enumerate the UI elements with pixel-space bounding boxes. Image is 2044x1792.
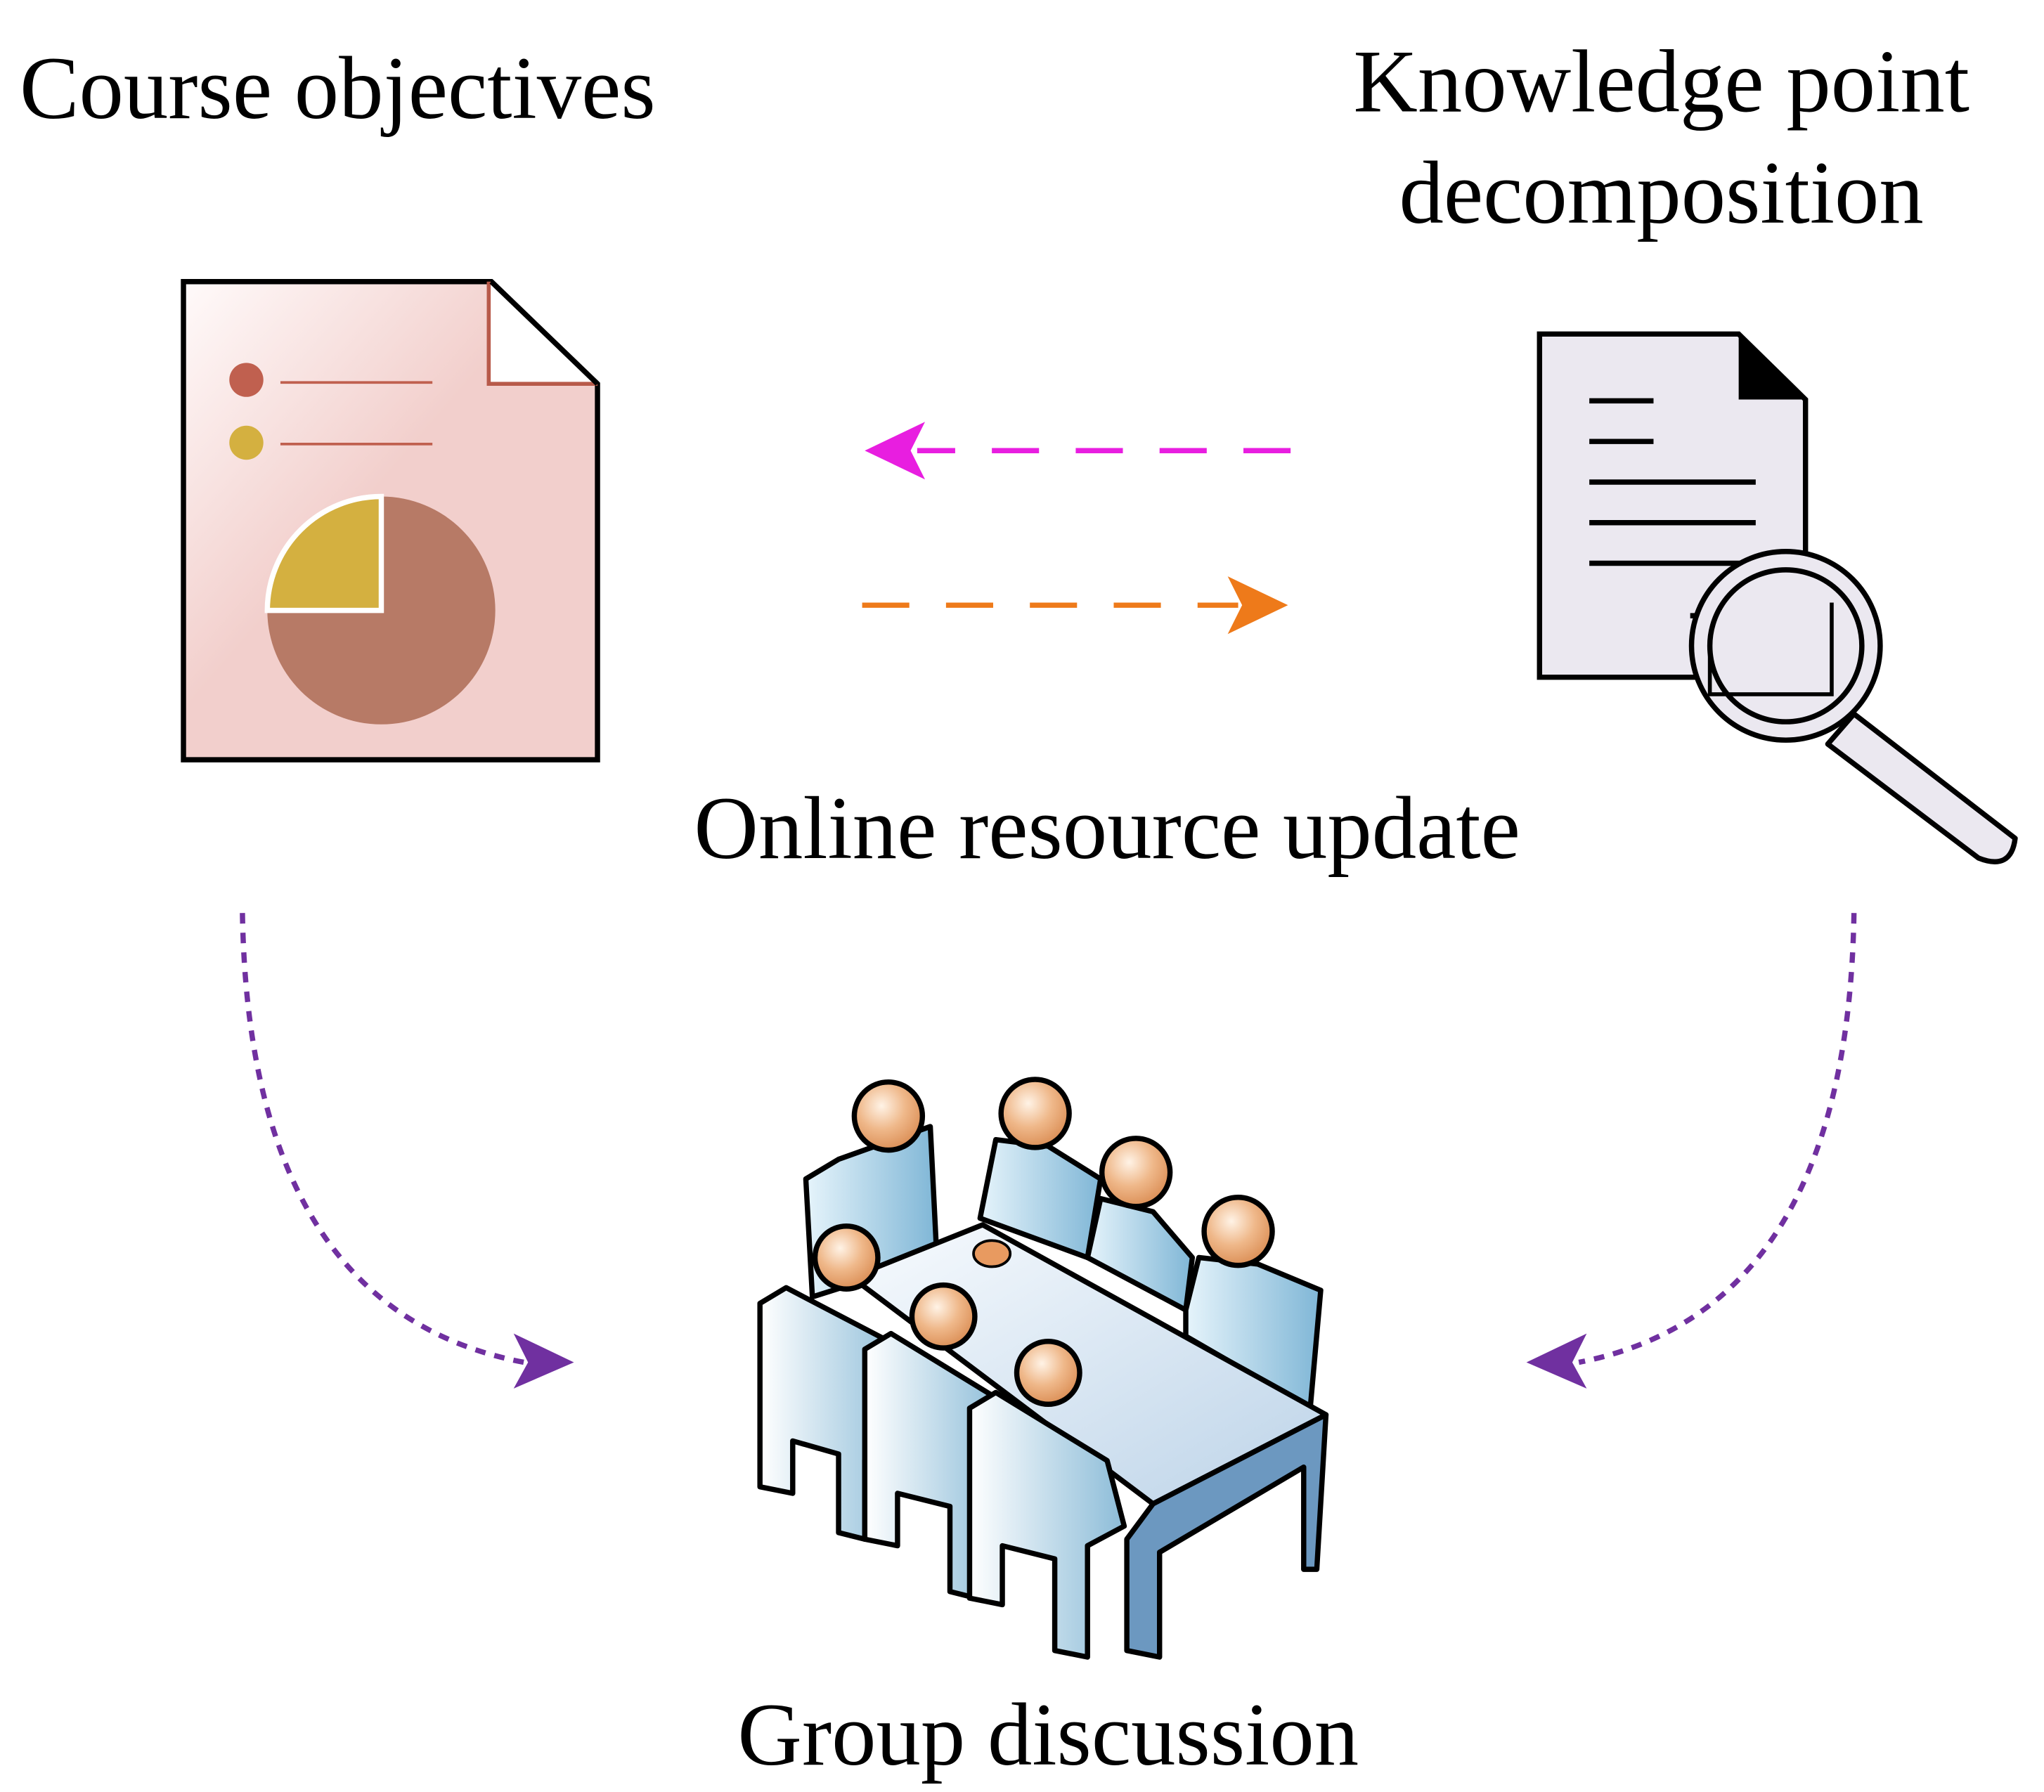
label-group-discussion: Group discussion: [737, 1686, 1359, 1784]
label-online-resource-update: Online resource update: [694, 779, 1520, 878]
purple-arrow-left-curve: [240, 913, 574, 1389]
knowledge-document-search-icon: [1537, 331, 2018, 864]
label-course-objectives: Course objectives: [20, 39, 656, 138]
purple-arrow-right-curve: [1526, 913, 1857, 1389]
label-decomposition: decomposition: [1399, 144, 1923, 242]
course-document-icon: [181, 279, 600, 762]
orange-arrow-right: [862, 576, 1288, 635]
group-meeting-icon: [757, 1077, 1329, 1660]
magenta-arrow-left: [865, 422, 1291, 480]
label-knowledge-point: Knowledge point: [1353, 32, 1969, 131]
